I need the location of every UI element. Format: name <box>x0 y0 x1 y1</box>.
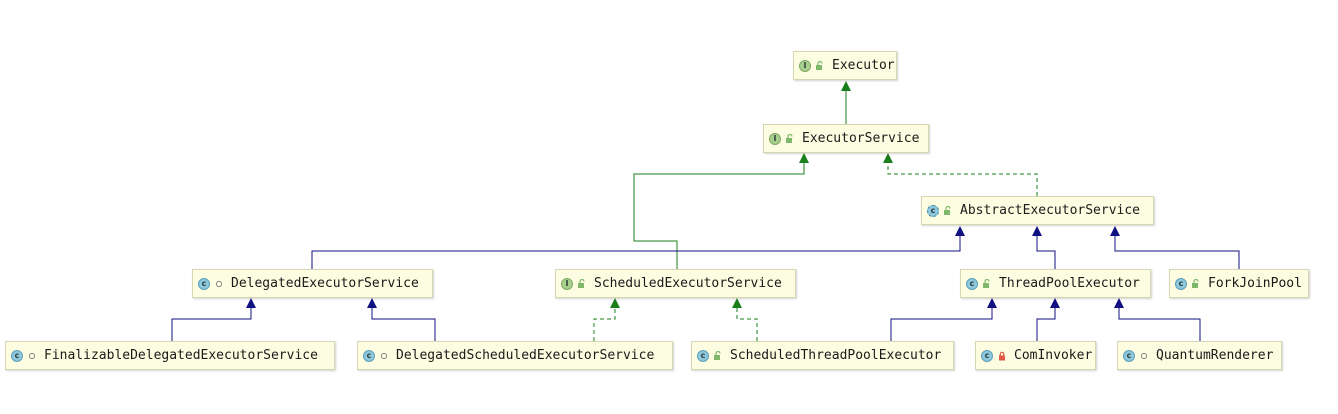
edge-threadpoolexecutor-to-abstractexecutorservice <box>1032 226 1056 269</box>
class-icon: c <box>11 349 23 362</box>
class-node-abstractexecutorservice[interactable]: c AbstractExecutorService <box>921 196 1154 225</box>
edge-finalizabledelegatedexecutorservice-to-delegatedexecutorservice <box>171 298 256 341</box>
class-icon: c <box>697 349 709 362</box>
class-icon: c <box>363 349 375 362</box>
edge-arrowhead <box>883 153 893 163</box>
edge-line <box>593 308 616 341</box>
edge-line <box>633 163 805 269</box>
class-node-forkjoinpool[interactable]: c ForkJoinPool <box>1169 269 1309 298</box>
edge-cominvoker-to-threadpoolexecutor <box>1036 298 1060 341</box>
edge-line <box>371 308 436 341</box>
abstract-class-icon: c <box>927 204 939 217</box>
edge-line <box>311 236 961 269</box>
class-icon: c <box>1123 349 1135 362</box>
class-name: ScheduledExecutorService <box>594 276 782 291</box>
class-node-delegatedexecutorservice[interactable]: c DelegatedExecutorService <box>192 269 433 298</box>
package-icon <box>213 278 225 290</box>
class-name: AbstractExecutorService <box>960 203 1141 218</box>
class-node-quantumrenderer[interactable]: c QuantumRenderer <box>1117 341 1282 370</box>
class-name: ComInvoker <box>1014 348 1093 363</box>
edge-line <box>887 163 1038 196</box>
public-icon <box>576 278 588 290</box>
edge-arrowhead <box>987 298 997 308</box>
edge-delegatedscheduledexecutorservice-to-delegatedexecutorservice <box>367 298 436 341</box>
edge-arrowhead <box>1114 298 1124 308</box>
class-icon: c <box>1175 277 1187 290</box>
edge-delegatedscheduledexecutorservice-to-scheduledexecutorservice <box>593 298 620 341</box>
class-icon: c <box>966 277 978 290</box>
class-name: DelegatedScheduledExecutorService <box>396 348 655 363</box>
class-node-cominvoker[interactable]: c ComInvoker <box>975 341 1096 370</box>
public-icon <box>942 205 954 217</box>
class-name: DelegatedExecutorService <box>231 276 419 291</box>
public-icon <box>981 278 993 290</box>
interface-icon: I <box>561 277 573 290</box>
class-node-scheduledexecutorservice[interactable]: I ScheduledExecutorService <box>555 269 796 298</box>
public-icon <box>814 60 826 72</box>
class-icon: c <box>198 277 210 290</box>
class-node-scheduledthreadpoolexecutor[interactable]: c ScheduledThreadPoolExecutor <box>691 341 954 370</box>
public-icon <box>784 133 796 145</box>
edge-arrowhead <box>246 298 256 308</box>
edge-line <box>736 308 758 341</box>
edge-abstractexecutorservice-to-executorservice <box>883 153 1038 196</box>
class-name: ScheduledThreadPoolExecutor <box>730 348 942 363</box>
edge-scheduledexecutorservice-to-executorservice <box>633 153 809 269</box>
edge-line <box>1036 308 1056 341</box>
edge-quantumrenderer-to-threadpoolexecutor <box>1114 298 1201 341</box>
interface-icon: I <box>769 132 781 145</box>
package-icon <box>1138 350 1150 362</box>
class-name: QuantumRenderer <box>1156 348 1274 363</box>
class-icon: c <box>981 349 993 362</box>
class-name: ForkJoinPool <box>1208 276 1302 291</box>
edge-executorservice-to-executor <box>841 81 851 124</box>
edge-arrowhead <box>1110 226 1120 236</box>
edge-line <box>890 308 993 341</box>
class-name: ThreadPoolExecutor <box>999 276 1140 291</box>
class-name: ExecutorService <box>802 131 920 146</box>
edge-line <box>1036 236 1056 269</box>
class-node-executorservice[interactable]: I ExecutorService <box>763 124 929 153</box>
package-icon <box>378 350 390 362</box>
edge-line <box>171 308 252 341</box>
edge-forkjoinpool-to-abstractexecutorservice <box>1110 226 1240 269</box>
class-node-finalizabledelegatedexecutorservice[interactable]: c FinalizableDelegatedExecutorService <box>5 341 335 370</box>
interface-icon: I <box>799 59 811 72</box>
edge-arrowhead <box>1050 298 1060 308</box>
edge-arrowhead <box>1032 226 1042 236</box>
edge-arrowhead <box>955 226 965 236</box>
private-icon <box>996 350 1008 362</box>
edge-scheduledthreadpoolexecutor-to-scheduledexecutorservice <box>732 298 758 341</box>
class-name: Executor <box>832 58 895 73</box>
package-icon <box>26 350 38 362</box>
public-icon <box>712 350 724 362</box>
class-node-executor[interactable]: I Executor <box>793 51 897 80</box>
edge-line <box>1114 236 1240 269</box>
class-name: FinalizableDelegatedExecutorService <box>44 348 318 363</box>
public-icon <box>1190 278 1202 290</box>
edge-arrowhead <box>799 153 809 163</box>
edge-arrowhead <box>732 298 742 308</box>
class-node-delegatedscheduledexecutorservice[interactable]: c DelegatedScheduledExecutorService <box>357 341 673 370</box>
edge-arrowhead <box>367 298 377 308</box>
edge-arrowhead <box>841 81 851 91</box>
edge-scheduledthreadpoolexecutor-to-threadpoolexecutor <box>890 298 997 341</box>
edge-delegatedexecutorservice-to-abstractexecutorservice <box>311 226 965 269</box>
class-node-threadpoolexecutor[interactable]: c ThreadPoolExecutor <box>960 269 1151 298</box>
edge-line <box>1118 308 1201 341</box>
edge-arrowhead <box>610 298 620 308</box>
